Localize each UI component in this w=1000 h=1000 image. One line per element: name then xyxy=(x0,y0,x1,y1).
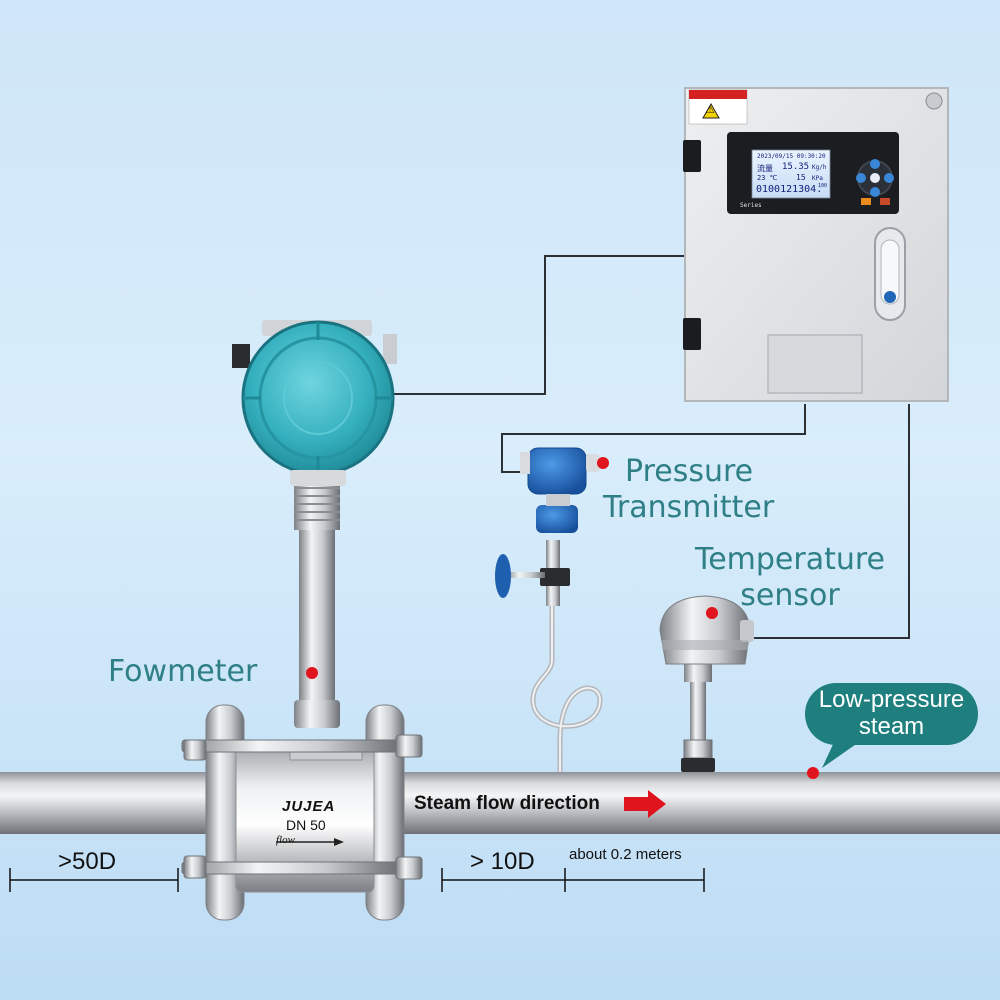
pressure-transmitter-label: Pressure Transmitter xyxy=(603,454,774,526)
screen-temp: 23 ℃ xyxy=(757,174,778,182)
hinge-top xyxy=(683,140,701,172)
wire-temperature xyxy=(752,404,910,639)
screen-datetime: 2023/09/15 09:30:20 xyxy=(757,153,826,160)
bubble-line1: Low-pressure xyxy=(818,686,965,713)
screen-flow-value: 15.35 xyxy=(782,162,810,172)
pressure-transmitter xyxy=(495,447,603,772)
steam-pipe xyxy=(0,772,1000,834)
temperature-label-line2: sensor xyxy=(740,578,840,613)
flange-bolts xyxy=(181,734,423,880)
marker-pressure xyxy=(597,457,609,469)
dimension-about: about 0.2 meters xyxy=(569,846,682,863)
wire-flowmeter xyxy=(390,255,687,395)
recorder-screen xyxy=(751,149,831,199)
vortex-flowmeter xyxy=(181,320,423,921)
temperature-sensor-label: Temperature sensor xyxy=(690,542,890,614)
meter-brand: JUJEA xyxy=(282,798,336,815)
wire-pressure xyxy=(501,404,806,473)
marker-steam xyxy=(807,767,819,779)
red-markers xyxy=(306,457,819,779)
flowmeter-label: Fowmeter xyxy=(108,654,258,689)
transmitter-housing xyxy=(527,447,587,495)
pressure-label-line1: Pressure xyxy=(625,454,754,489)
screen-total: 0100121304. xyxy=(756,184,823,195)
marker-flowmeter xyxy=(306,667,318,679)
screen-flow-unit: Kg/h xyxy=(812,164,827,171)
lock-icon xyxy=(884,291,896,303)
meter-dn: DN 50 xyxy=(286,817,326,833)
signal-wires xyxy=(390,255,910,639)
dimension-50d: >50D xyxy=(58,848,117,875)
meter-flow: flow xyxy=(276,834,295,846)
flow-arrow xyxy=(624,790,666,818)
cabinet-screw xyxy=(925,92,943,110)
valve-handwheel xyxy=(495,554,511,598)
gland-left xyxy=(232,344,250,368)
dimension-10d: > 10D xyxy=(470,848,535,875)
screen-pressure-value: 15 xyxy=(796,173,806,182)
bubble-line2: steam xyxy=(858,713,925,740)
control-cabinet xyxy=(683,87,949,402)
warning-sign-icon: ⚠ xyxy=(705,103,715,116)
nameplate xyxy=(767,334,863,394)
valve-body xyxy=(540,568,570,586)
screen-flow-label: 流量 xyxy=(757,164,773,173)
hinge-bottom xyxy=(683,318,701,350)
marker-temperature xyxy=(706,607,718,619)
temperature-label-line1: Temperature xyxy=(694,542,886,577)
screen-pressure-unit: KPa xyxy=(812,175,823,182)
steam-bubble-text: Low-pressure steam xyxy=(805,686,978,740)
dimension-lines xyxy=(9,868,705,892)
pressure-label-line2: Transmitter xyxy=(603,490,775,525)
flow-direction-label: Steam flow direction xyxy=(414,793,600,814)
recorder-brand: Series xyxy=(740,202,762,209)
steam-bubble xyxy=(805,683,978,768)
converter-head xyxy=(241,320,395,476)
screen-total-sup: 100 xyxy=(818,183,828,189)
temperature-sensor xyxy=(659,595,754,772)
